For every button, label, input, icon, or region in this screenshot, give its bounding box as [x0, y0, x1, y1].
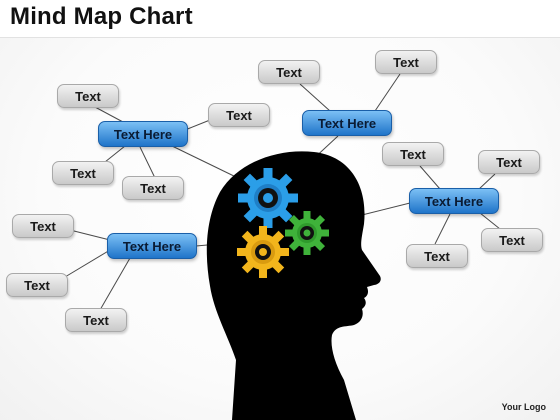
hub-node-right[interactable]: Text Here: [409, 188, 499, 214]
leaf-node[interactable]: Text: [6, 273, 68, 297]
connector-line: [361, 202, 411, 216]
logo-text: Your Logo: [501, 402, 546, 412]
connector-line: [94, 106, 124, 123]
leaf-node[interactable]: Text: [122, 176, 184, 200]
leaf-node[interactable]: Text: [406, 244, 468, 268]
leaf-node[interactable]: Text: [382, 142, 444, 166]
connector-line: [434, 213, 451, 245]
connector-line: [59, 249, 111, 281]
connector-line: [374, 73, 401, 112]
connector-line: [299, 83, 331, 112]
connector-line: [479, 212, 501, 230]
connector-line: [169, 144, 239, 179]
yellow-gear-icon: [237, 226, 289, 278]
head-silhouette: [206, 151, 381, 420]
leaf-node[interactable]: Text: [375, 50, 437, 74]
leaf-node[interactable]: Text: [65, 308, 127, 332]
hub-node-left[interactable]: Text Here: [107, 233, 197, 259]
connector-line: [184, 119, 211, 131]
leaf-node[interactable]: Text: [57, 84, 119, 108]
connector-line: [477, 173, 496, 191]
hub-node-top-left[interactable]: Text Here: [98, 121, 188, 147]
connector-line: [139, 146, 156, 179]
leaf-node[interactable]: Text: [12, 214, 74, 238]
leaf-node[interactable]: Text: [478, 150, 540, 174]
page-title: Mind Map Chart: [10, 3, 193, 30]
leaf-node[interactable]: Text: [481, 228, 543, 252]
connector-line: [69, 229, 111, 241]
green-gear-icon: [285, 211, 329, 255]
leaf-node[interactable]: Text: [52, 161, 114, 185]
connector-line: [419, 165, 441, 190]
blue-gear-icon: [238, 168, 298, 228]
hub-node-top-center[interactable]: Text Here: [302, 110, 392, 136]
leaf-node[interactable]: Text: [208, 103, 270, 127]
leaf-node[interactable]: Text: [258, 60, 320, 84]
title-divider: [0, 37, 560, 38]
connector-line: [99, 257, 131, 311]
connector-lines: [59, 73, 501, 311]
